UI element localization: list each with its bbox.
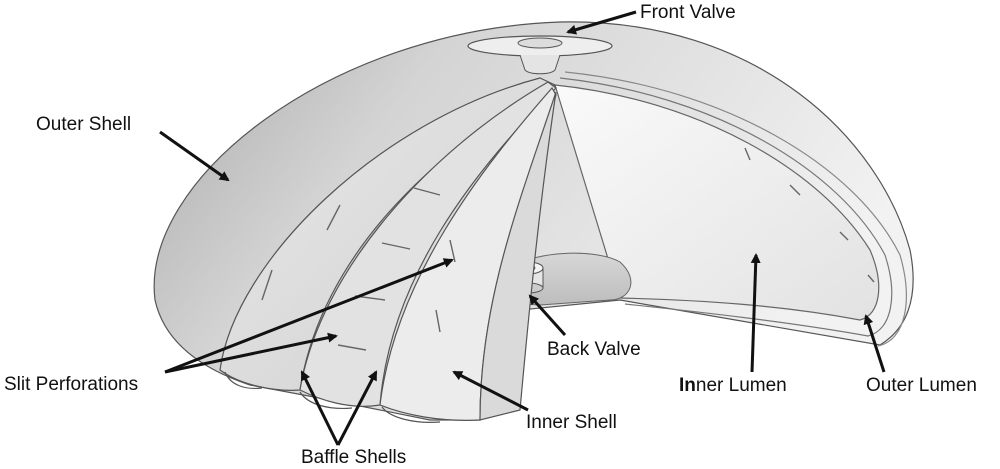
baffle-curl-2 bbox=[299, 391, 353, 410]
arrow-outer-shell bbox=[159, 130, 230, 182]
baffle-shell-2 bbox=[299, 81, 557, 407]
arrow-baffle-shells-1 bbox=[300, 370, 340, 446]
label-inner-lumen-bold: In bbox=[679, 375, 696, 396]
label-back-valve: Back Valve bbox=[547, 339, 641, 360]
label-slit-perforations: Slit Perforations bbox=[4, 374, 138, 395]
arrow-front-valve bbox=[566, 10, 637, 35]
arrow-slit-perforations-1 bbox=[164, 258, 454, 374]
annotation-arrows bbox=[159, 10, 886, 446]
baffle-curl-1 bbox=[224, 371, 263, 390]
label-outer-lumen: Outer Lumen bbox=[866, 375, 977, 396]
arrow-back-valve bbox=[528, 294, 567, 337]
arrow-inner-shell bbox=[452, 370, 529, 412]
label-outer-shell: Outer Shell bbox=[36, 114, 131, 135]
label-inner-shell: Inner Shell bbox=[526, 412, 617, 433]
baffle-curl-3 bbox=[381, 406, 441, 423]
slit-perforations-marks bbox=[261, 147, 875, 351]
arrow-inner-lumen bbox=[750, 253, 761, 373]
label-baffle-shells: Baffle Shells bbox=[301, 447, 406, 468]
arrow-baffle-shells-2 bbox=[336, 370, 378, 446]
front-valve-shape bbox=[467, 35, 613, 75]
inner-lumen-cavity bbox=[554, 84, 880, 321]
arrow-slit-perforations-2 bbox=[164, 332, 338, 374]
label-inner-lumen: Inner Lumen bbox=[679, 375, 787, 396]
label-inner-lumen-rest: ner Lumen bbox=[696, 375, 787, 396]
arrow-outer-lumen bbox=[863, 314, 886, 373]
inner-shell-shape bbox=[479, 91, 557, 421]
outer-lumen-layer-2 bbox=[564, 71, 907, 347]
outer-lumen-layer-1 bbox=[559, 77, 893, 337]
label-front-valve: Front Valve bbox=[640, 2, 736, 23]
